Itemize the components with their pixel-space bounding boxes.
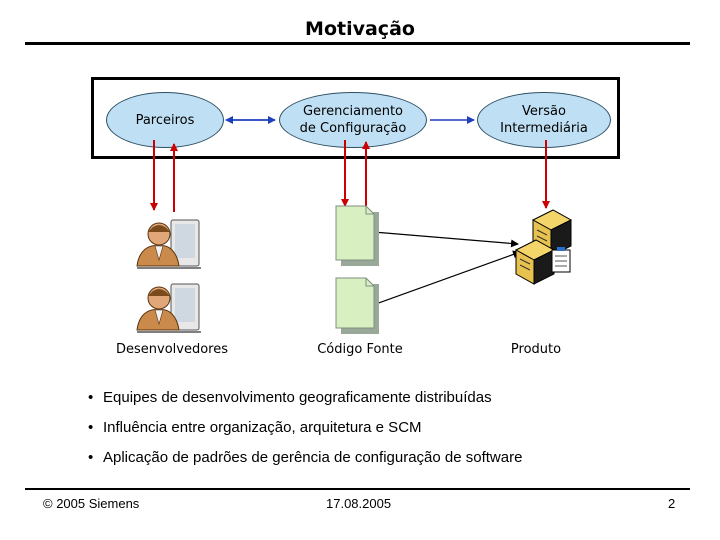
footer-copyright: © 2005 Siemens [43,496,140,511]
arrow-code-to-produto-1 [372,231,519,248]
bullet-list: Equipes de desenvolvimento geograficamen… [88,388,522,478]
bullet-item: Influência entre organização, arquitetur… [88,418,522,438]
bullet-item: Aplicação de padrões de gerência de conf… [88,448,522,468]
node-versao-line2: Intermediária [500,121,588,136]
developer-icon [136,219,201,269]
node-parceiros-label: Parceiros [135,112,195,128]
node-gerenciamento: Gerenciamento de Configuração [279,92,427,148]
node-versao-line1: Versão [522,104,566,119]
arrow-code-to-produto-2 [372,250,521,306]
label-produto: Produto [510,342,562,357]
footer-rule [25,488,690,490]
node-gerenciamento-line1: Gerenciamento [302,104,404,119]
page-number: 2 [668,496,676,511]
document-icon [335,205,379,266]
document-icon [335,277,379,334]
footer-date: 17.08.2005 [326,496,392,511]
label-codigo-fonte: Código Fonte [317,342,403,357]
label-desenvolvedores: Desenvolvedores [115,342,228,357]
bullet-item: Equipes de desenvolvimento geograficamen… [88,388,522,408]
node-parceiros: Parceiros [106,92,224,148]
product-box-icon [514,209,573,285]
node-gerenciamento-line2: de Configuração [299,121,407,136]
node-versao: Versão Intermediária [477,92,611,148]
page-title: Motivação [305,18,415,40]
developer-icon [136,283,201,333]
title-rule [25,42,690,45]
